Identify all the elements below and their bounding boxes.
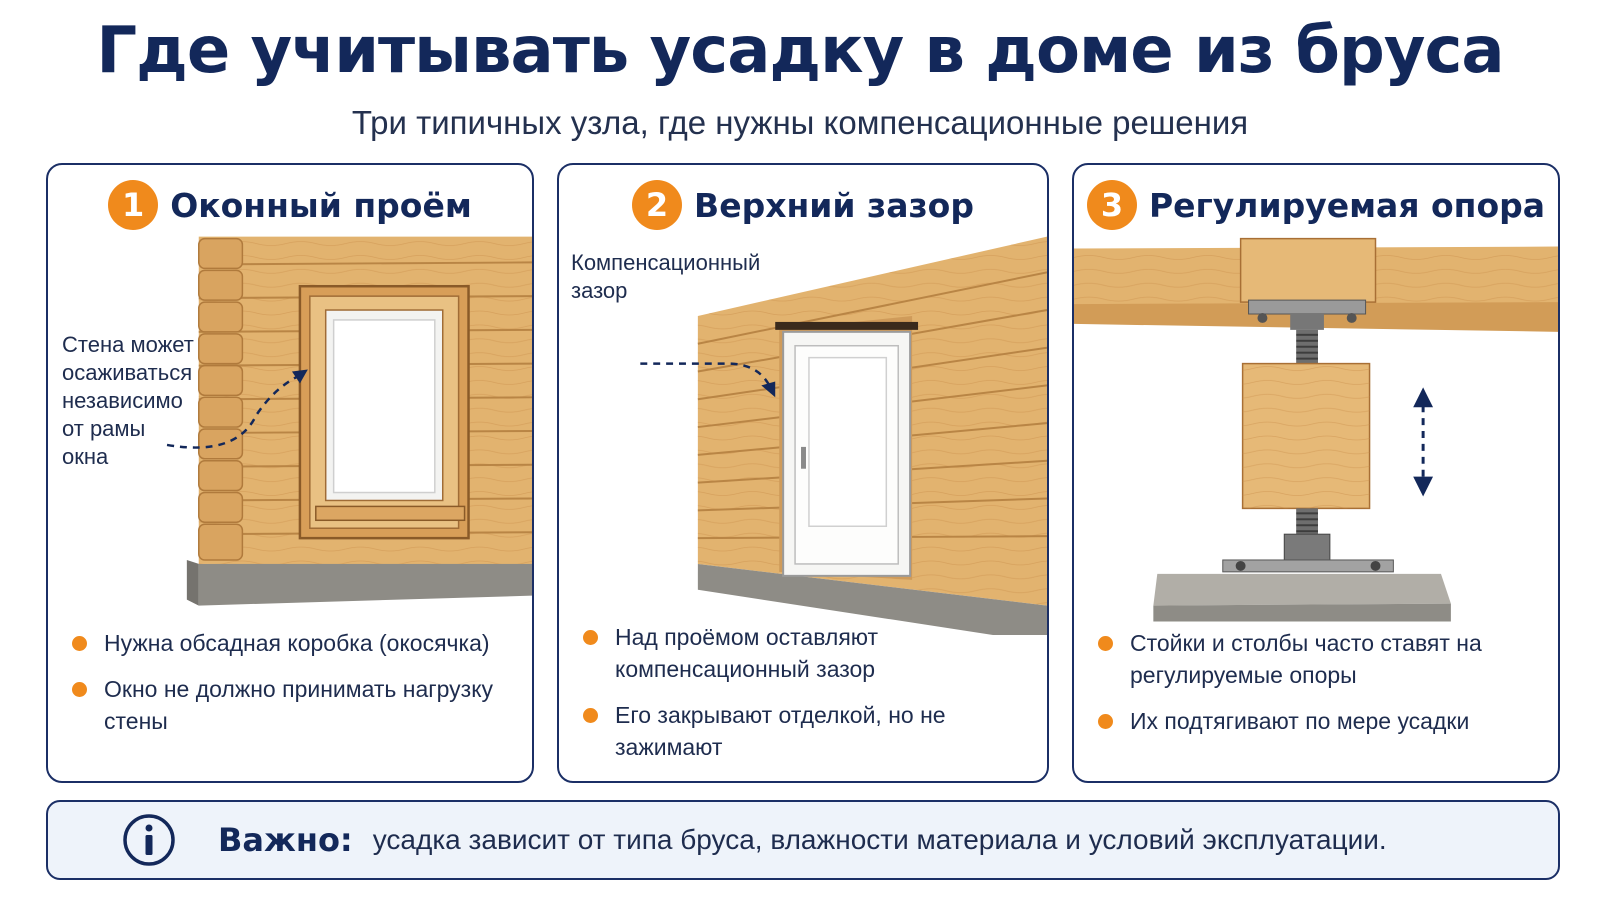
compensation-gap-annotation: Компенсационный зазор (571, 250, 761, 303)
list-item: Над проёмом оставляют компенсационный за… (579, 621, 1039, 685)
top-gap-illustration (640, 236, 1047, 635)
panel-title: Оконный проём (170, 185, 472, 225)
page-title: Где учитывать усадку в доме из бруса (96, 14, 1504, 88)
step-number-badge: 2 (632, 180, 683, 230)
step-number-badge: 3 (1086, 180, 1137, 230)
important-label: Важно: (218, 821, 353, 859)
bullet-dot-icon (72, 682, 87, 697)
wall-settlement-annotation: Стена может осаживаться независимо от ра… (62, 332, 194, 469)
panel-header: 1 Оконный проём (48, 177, 532, 233)
panel-window-opening: 1 Оконный проём (46, 163, 534, 783)
bullet-dot-icon (583, 708, 598, 723)
panel-title: Регулируемая опора (1148, 185, 1546, 225)
panel-header: 2 Верхний зазор (559, 177, 1047, 233)
bullet-dot-icon (583, 630, 598, 645)
page-subtitle: Три типичных узла, где нужны компенсацио… (351, 104, 1249, 141)
panel-title: Верхний зазор (694, 185, 974, 225)
panel-bullet-list: Нужна обсадная коробка (окосячка) Окно н… (68, 627, 528, 751)
panel-bullet-list: Стойки и столбы часто ставят на регулиру… (1094, 627, 1554, 751)
bullet-dot-icon (72, 636, 87, 651)
list-item: Его закрывают отделкой, но не зажимают (579, 699, 1039, 763)
panel-header: 3 Регулируемая опора (1074, 177, 1558, 233)
panel-top-gap: 2 Верхний зазор Компенсационный (557, 163, 1049, 783)
list-item: Окно не должно принимать нагрузку стены (68, 673, 528, 737)
panel-adjustable-support: 3 Регулируемая опора (1072, 163, 1560, 783)
bullet-dot-icon (1098, 636, 1113, 651)
bullet-dot-icon (1098, 714, 1113, 729)
info-icon (123, 814, 175, 866)
window-opening-illustration (166, 236, 532, 606)
list-item: Их подтягивают по мере усадки (1094, 705, 1554, 737)
list-item: Стойки и столбы часто ставят на регулиру… (1094, 627, 1554, 691)
adjustable-support-illustration (1074, 237, 1558, 622)
step-number-badge: 1 (108, 180, 159, 230)
important-text: усадка зависит от типа бруса, влажности … (372, 824, 1387, 855)
panel-bullet-list: Над проёмом оставляют компенсационный за… (579, 621, 1039, 777)
important-note-bar: Важно: усадка зависит от типа бруса, вла… (46, 800, 1560, 880)
list-item: Нужна обсадная коробка (окосячка) (68, 627, 528, 659)
